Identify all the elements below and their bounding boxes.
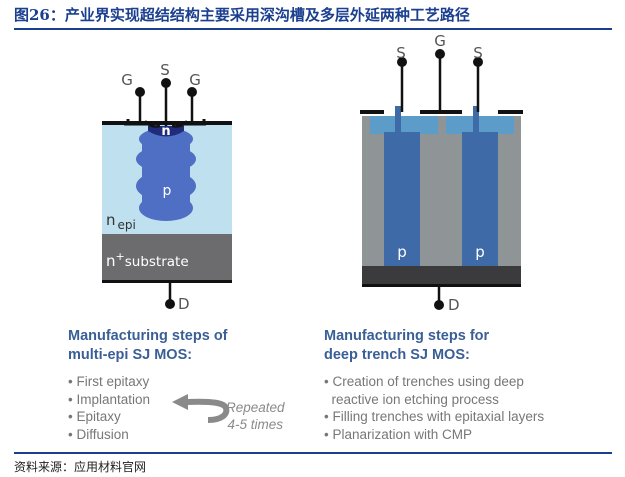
- trench-drain-label: D: [448, 296, 460, 314]
- list-item: Implantation: [68, 391, 150, 409]
- drain-metal-line: [102, 280, 232, 283]
- right-pillar-top: [446, 116, 514, 134]
- multi-epi-steps-title: Manufacturing steps of multi-epi SJ MOS:: [68, 327, 228, 365]
- substrate-label: n+substrate: [106, 250, 189, 270]
- trench-source-left-terminal: [397, 57, 407, 67]
- source-terminal: [161, 78, 171, 88]
- drain-label: D: [178, 295, 190, 313]
- right-pillar-label: p: [475, 243, 485, 261]
- left-p-pillar: [384, 132, 420, 266]
- drain-terminal: [165, 299, 175, 309]
- left-pillar-top: [370, 116, 438, 134]
- gate-right-electrode: [176, 119, 206, 126]
- source-note: 资料来源：应用材料官网: [14, 460, 147, 474]
- right-p-pillar: [462, 132, 498, 266]
- trench-source-left-label: S: [396, 44, 406, 62]
- list-item: Planarization with CMP: [324, 426, 544, 444]
- list-item: Diffusion: [68, 426, 150, 444]
- title-rule: [14, 28, 612, 30]
- repeat-note-line: Repeated: [226, 400, 285, 415]
- list-item: reactive ion etching process: [331, 391, 499, 407]
- left-pillar-label: p: [397, 243, 407, 261]
- multi-epi-steps-list: First epitaxy Implantation Epitaxy Diffu…: [68, 373, 150, 443]
- trench-source-right-label: S: [473, 44, 483, 62]
- trench-source-right-terminal: [473, 57, 483, 67]
- n-plus-contact-region: [148, 126, 184, 137]
- source-label: S: [160, 61, 170, 79]
- gate-left-terminal: [135, 87, 145, 97]
- list-item: Creation of trenches using deep: [324, 373, 544, 391]
- gate-left-label: G: [121, 71, 133, 89]
- list-item: First epitaxy: [68, 373, 150, 391]
- n-substrate-region: [102, 234, 232, 280]
- deep-trench-device: S G S D p p: [360, 32, 523, 314]
- list-item: Epitaxy: [68, 408, 150, 426]
- multi-epi-steps-title-line: Manufacturing steps of: [68, 328, 228, 344]
- deep-trench-steps-list: Creation of trenches using deep reactive…: [324, 373, 545, 444]
- repeat-arrow-icon: [172, 394, 230, 423]
- trench-gate-label: G: [434, 32, 446, 50]
- trench-drain-terminal: [434, 300, 444, 310]
- repeat-note-line: 4-5 times: [227, 417, 284, 432]
- deep-trench-steps-title-line: Manufacturing steps for: [324, 328, 490, 344]
- deep-trench-steps-title: Manufacturing steps for deep trench SJ M…: [324, 327, 489, 365]
- list-item: Filling trenches with epitaxial layers: [324, 408, 544, 426]
- p-column: [136, 128, 196, 221]
- gate-right-label: G: [189, 71, 201, 89]
- gate-right-terminal: [187, 87, 197, 97]
- multi-epi-steps-title-line: multi-epi SJ MOS:: [68, 347, 193, 363]
- figure-title: 图26：产业界实现超结结构主要采用深沟槽及多层外延两种工艺路径: [14, 6, 470, 24]
- deep-trench-steps-title-line: deep trench SJ MOS:: [324, 347, 470, 363]
- source-rule: [14, 452, 612, 454]
- trench-gate-terminal: [435, 49, 445, 59]
- trench-substrate: [362, 266, 521, 284]
- p-region-label: p: [163, 183, 172, 199]
- repeat-note: Repeated 4-5 times: [226, 399, 285, 433]
- n-region-label: n: [161, 124, 170, 139]
